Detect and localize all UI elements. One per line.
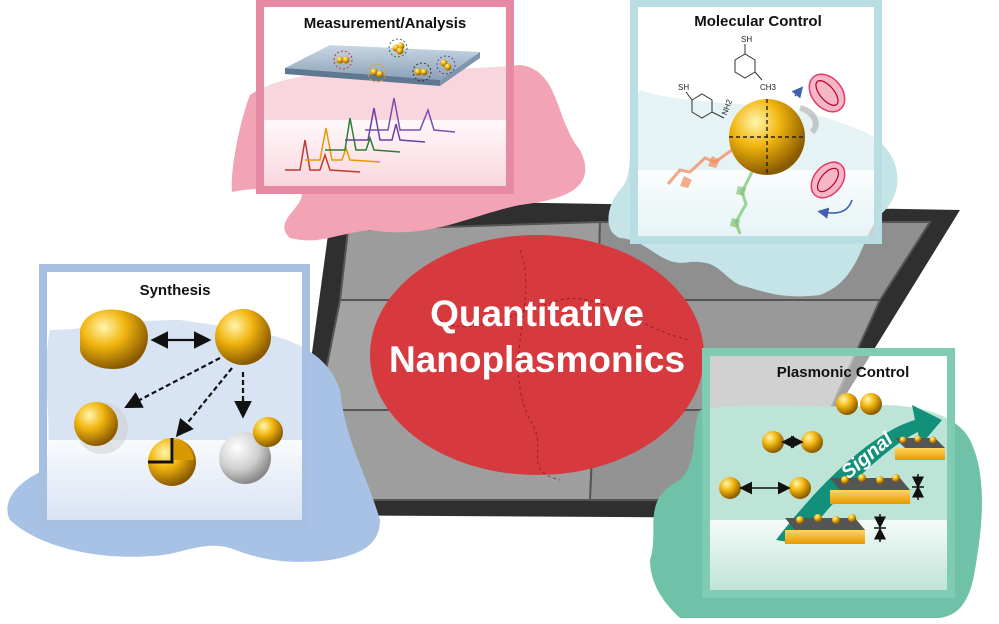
gap-indicators <box>874 474 924 542</box>
label-sh-left: SH <box>678 83 689 92</box>
center-title-line1: Quantitative <box>430 293 644 334</box>
particle-gap-dimers <box>719 393 882 499</box>
substrate-icon <box>785 435 945 544</box>
glass-slide <box>285 45 480 80</box>
molecular-title: Molecular Control <box>694 13 822 30</box>
spectrum-peaks-icon <box>285 97 456 173</box>
label-sh-top: SH <box>741 35 752 44</box>
molecular-panel: Molecular Control SH SH NH2 CH3 <box>608 0 898 297</box>
label-ch3: CH3 <box>760 83 777 92</box>
measurement-title: Measurement/Analysis <box>304 15 467 32</box>
center-ellipse: Quantitative Nanoplasmonics <box>370 235 704 481</box>
measurement-fade <box>264 120 506 188</box>
synthesis-panel: Synthesis <box>7 264 380 562</box>
center-title-line2: Nanoplasmonics <box>389 339 685 380</box>
core-shell-particle-icon <box>74 402 128 454</box>
cut-sphere-icon <box>148 438 196 486</box>
particle-clusters <box>333 38 456 83</box>
rotation-ellipses <box>791 73 853 219</box>
irregular-particle-icon <box>80 309 148 370</box>
plasmonic-title: Plasmonic Control <box>777 364 910 381</box>
dashed-arrow-icon <box>124 357 252 438</box>
molecule-sketches <box>685 44 763 119</box>
silver-gold-dimer-icon <box>219 417 283 484</box>
plasmonic-panel: Plasmonic Control Signal <box>650 348 982 618</box>
dna-strands <box>666 148 754 235</box>
nanoparticle-sphere-icon <box>215 309 271 365</box>
synthesis-title: Synthesis <box>140 282 211 299</box>
measurement-panel: Measurement/Analysis <box>231 0 586 241</box>
